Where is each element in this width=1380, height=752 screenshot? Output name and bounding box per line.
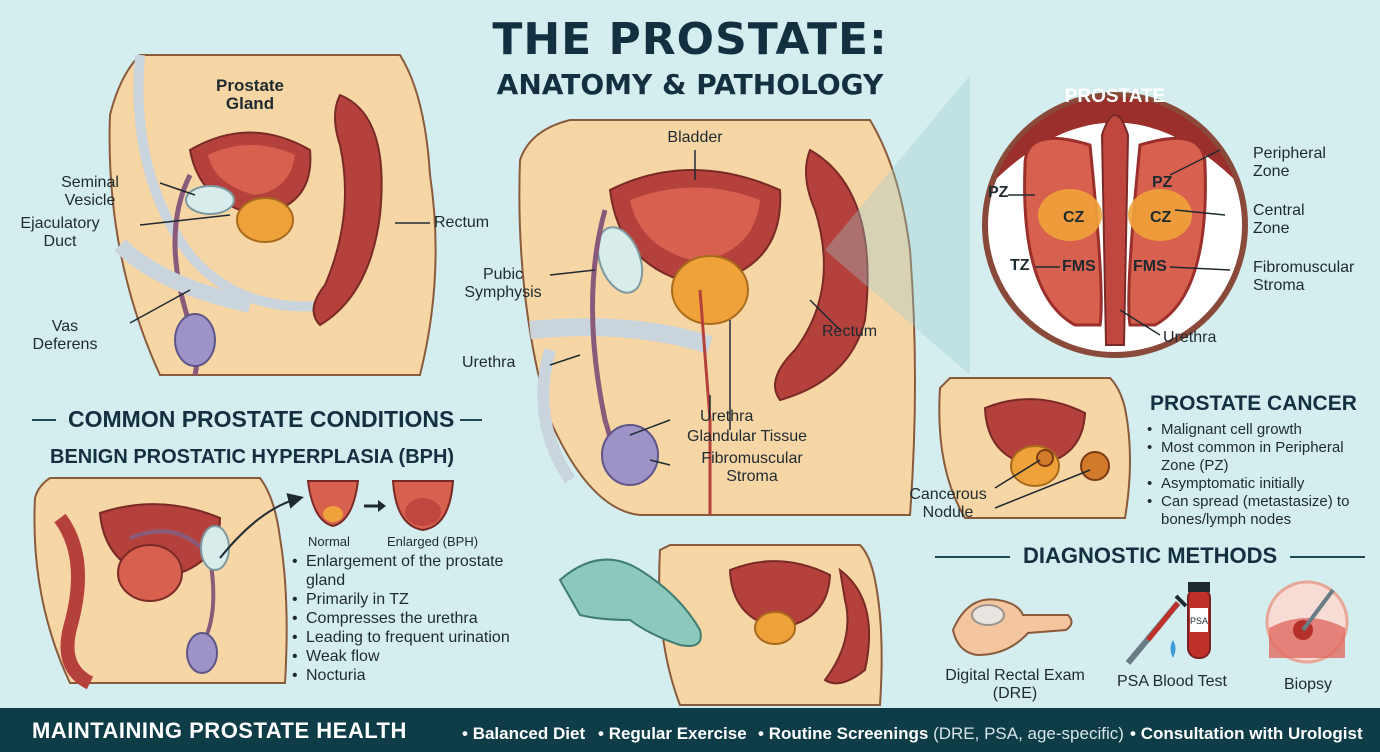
footer-heading: MAINTAINING PROSTATE HEALTH [32, 718, 407, 743]
bph-bullet: Weak flow [292, 647, 522, 666]
page-title: THE PROSTATE: [492, 14, 888, 65]
label-fibromuscular-stroma-center: Fibromuscular Stroma [701, 450, 803, 485]
label-normal: Normal [308, 534, 350, 549]
label-psa-test: PSA Blood Test [1117, 673, 1227, 690]
label-cancerous-nodule: Cancerous Nodule [909, 486, 987, 521]
section-divider-diagnostic [935, 556, 1365, 558]
zoom-label-fms-right: FMS [1133, 258, 1167, 275]
bph-bullet: Compresses the urethra [292, 609, 522, 628]
cancer-illustration [938, 377, 1131, 519]
zoom-label-urethra: Urethra [1163, 329, 1217, 346]
zoom-label-fms-left: FMS [1062, 258, 1096, 275]
zoom-label-fibromuscular-stroma: Fibromuscular Stroma [1253, 259, 1355, 294]
zoom-label-peripheral-zone: Peripheral Zone [1253, 145, 1326, 180]
footer-bar: MAINTAINING PROSTATE HEALTH • Balanced D… [0, 708, 1380, 752]
label-rectum-center: Rectum [822, 323, 878, 340]
cancer-bullet-list: Malignant cell growth Most common in Per… [1147, 421, 1362, 529]
bph-bullet: Leading to frequent urination [292, 628, 522, 647]
bph-normal-vs-enlarged [306, 480, 455, 532]
cancer-heading: PROSTATE CANCER [1150, 392, 1357, 415]
anatomy-left-illustration [108, 54, 437, 376]
cancer-bullet: Most common in Peripheral Zone (PZ) [1147, 439, 1362, 475]
footer-screenings-detail: (DRE, PSA, age-specific) [933, 724, 1124, 743]
bph-heading: BENIGN PROSTATIC HYPERPLASIA (BPH) [50, 446, 455, 468]
zoom-label-pz-left: PZ [988, 184, 1009, 201]
label-ejaculatory-duct: Ejaculatory Duct [20, 215, 100, 250]
section-divider-conditions [32, 419, 482, 421]
bph-bullet-list: Enlargement of the prostate gland Primar… [292, 552, 522, 685]
footer-item-urologist: • Consultation with Urologist [1130, 724, 1363, 743]
zoom-label-cz-right: CZ [1150, 209, 1172, 226]
bph-bullet: Nocturia [292, 666, 522, 685]
footer-item-label: Consultation with Urologist [1140, 724, 1363, 743]
dre-hand-icon [951, 598, 1073, 657]
zoom-label-pz-right: PZ [1152, 174, 1173, 191]
bph-bullet: Enlargement of the prostate gland [292, 552, 522, 590]
psa-blood-test-icon: PSA [1125, 582, 1211, 665]
label-urethra-center-left: Urethra [462, 354, 516, 371]
footer-item-label: Regular Exercise [608, 724, 747, 743]
cancer-bullet: Malignant cell growth [1147, 421, 1362, 439]
label-prostate-gland: Prostate Gland [215, 76, 285, 113]
footer-item-label: Routine Screenings [768, 724, 929, 743]
label-seminal-vesicle: Seminal Vesicle [61, 174, 119, 209]
footer-item-diet: • Balanced Diet [462, 724, 586, 743]
zoom-label-central-zone: Central Zone [1253, 202, 1305, 237]
label-vas-deferens: Vas Deferens [32, 318, 98, 353]
anatomy-center-illustration [518, 119, 916, 516]
cancer-bullet: Asymptomatic initially [1147, 475, 1362, 493]
dre-illustration [558, 544, 883, 706]
psa-tube-label: PSA [1190, 616, 1208, 626]
zoom-label-cz-left: CZ [1063, 209, 1085, 226]
label-bladder: Bladder [667, 129, 723, 146]
conditions-heading: COMMON PROSTATE CONDITIONS [68, 406, 455, 432]
zoom-header: PROSTATE [1064, 86, 1166, 107]
zoom-label-tz: TZ [1010, 257, 1030, 274]
label-urethra-center: Urethra [700, 408, 754, 425]
label-dre: Digital Rectal Exam (DRE) [945, 667, 1085, 702]
footer-item-exercise: • Regular Exercise [598, 724, 747, 743]
cancer-bullet: Can spread (metastasize) to bones/lymph … [1147, 493, 1362, 529]
prostate-zoom-illustration [825, 75, 1248, 375]
bph-illustration [33, 477, 304, 690]
diagnostic-heading: DIAGNOSTIC METHODS [1023, 543, 1278, 568]
label-biopsy: Biopsy [1283, 676, 1333, 693]
footer-item-label: Balanced Diet [472, 724, 586, 743]
label-pubic-symphysis: Pubic Symphysis [464, 266, 542, 301]
bph-bullet: Primarily in TZ [292, 590, 522, 609]
biopsy-icon [1265, 580, 1349, 664]
label-glandular-tissue: Glandular Tissue [687, 428, 808, 445]
label-enlarged-bph: Enlarged (BPH) [387, 534, 479, 549]
label-rectum-left: Rectum [434, 214, 490, 231]
page-subtitle: ANATOMY & PATHOLOGY [496, 68, 884, 101]
footer-item-screenings: • Routine Screenings (DRE, PSA, age-spec… [758, 724, 1124, 743]
